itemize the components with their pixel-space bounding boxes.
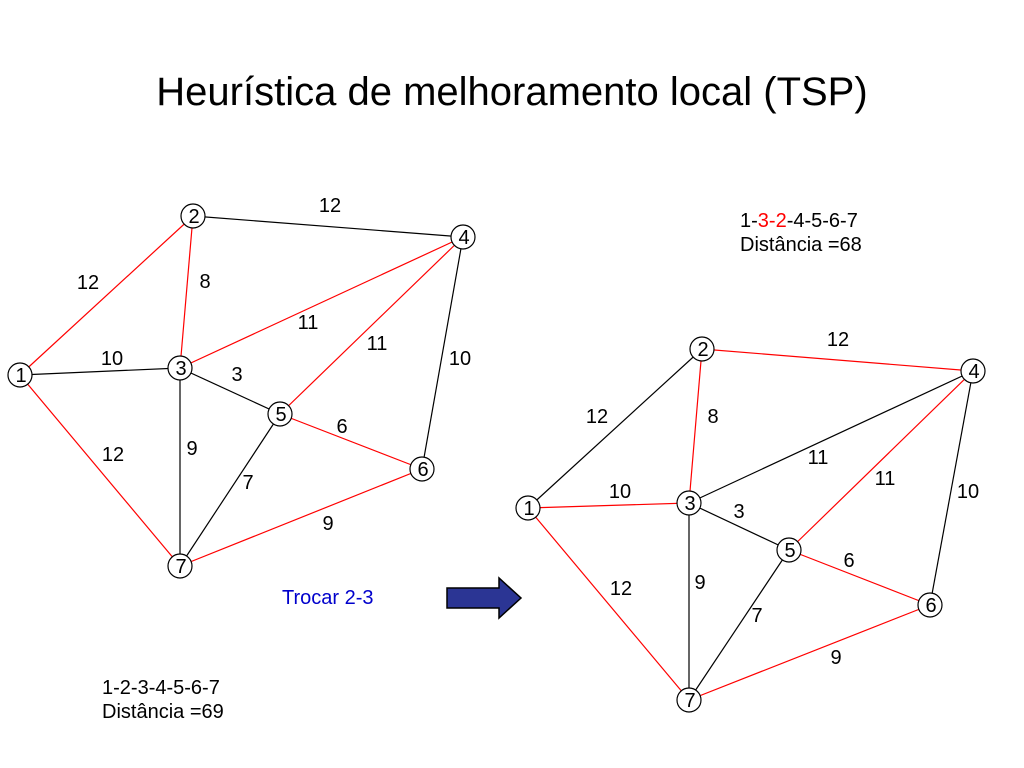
edge-weight-5-6: 6 bbox=[843, 550, 854, 572]
edge-weight-3-4: 11 bbox=[808, 447, 829, 469]
edge-4-5 bbox=[279, 236, 464, 415]
left-distance: Distância =69 bbox=[102, 701, 224, 723]
right-route: 1-3-2-4-5-6-7 bbox=[740, 209, 862, 233]
node-label-6: 6 bbox=[925, 595, 936, 617]
edge-weight-5-7: 7 bbox=[242, 472, 253, 494]
node-4 bbox=[960, 358, 986, 384]
node-7 bbox=[167, 553, 193, 579]
edge-2-3 bbox=[179, 215, 194, 369]
left-route-info: 1-2-3-4-5-6-7 Distância =69 bbox=[102, 676, 224, 724]
edge-2-4 bbox=[192, 215, 464, 238]
swap-action-label: Trocar 2-3 bbox=[282, 587, 374, 609]
node-2 bbox=[689, 336, 715, 362]
node-label-7: 7 bbox=[175, 556, 186, 578]
node-label-5: 5 bbox=[275, 404, 286, 426]
node-label-3: 3 bbox=[175, 358, 186, 380]
edge-weight-4-6: 10 bbox=[957, 481, 979, 503]
node-label-2: 2 bbox=[697, 339, 708, 361]
edge-1-3 bbox=[19, 367, 181, 376]
right-arrow-icon bbox=[446, 576, 523, 620]
node-7 bbox=[676, 687, 702, 713]
edge-2-3 bbox=[688, 348, 703, 504]
edge-weight-3-7: 9 bbox=[186, 438, 197, 460]
node-label-7: 7 bbox=[684, 690, 695, 712]
edge-1-2 bbox=[19, 215, 194, 376]
right-route-info: 1-3-2-4-5-6-7 Distância =68 bbox=[740, 209, 862, 257]
page-title: Heurística de melhoramento local (TSP) bbox=[156, 70, 868, 114]
edge-weight-1-2: 12 bbox=[77, 272, 99, 294]
node-3 bbox=[676, 490, 702, 516]
edge-3-4 bbox=[179, 236, 464, 369]
route-prefix: 1- bbox=[740, 210, 758, 232]
node-3 bbox=[167, 355, 193, 381]
edge-weight-5-7: 7 bbox=[751, 605, 762, 627]
edge-5-6 bbox=[788, 549, 931, 606]
node-4 bbox=[450, 224, 476, 250]
edge-weight-6-7: 9 bbox=[322, 513, 333, 535]
edge-weight-2-3: 8 bbox=[199, 271, 210, 293]
node-1 bbox=[7, 362, 33, 388]
edge-weight-2-3: 8 bbox=[707, 406, 718, 428]
node-5 bbox=[776, 537, 802, 563]
edge-weight-3-7: 9 bbox=[694, 572, 705, 594]
node-label-6: 6 bbox=[417, 459, 428, 481]
edge-6-7 bbox=[179, 468, 423, 567]
node-2 bbox=[180, 203, 206, 229]
route-swapped-segment: 3-2 bbox=[757, 210, 787, 232]
edge-weight-1-7: 12 bbox=[102, 444, 124, 466]
right-distance: Distância =68 bbox=[740, 234, 862, 256]
edge-weight-2-4: 12 bbox=[827, 329, 849, 351]
edge-5-7 bbox=[688, 549, 790, 701]
edge-weight-3-5: 3 bbox=[231, 364, 242, 386]
edge-4-6 bbox=[421, 236, 464, 470]
edge-4-5 bbox=[788, 370, 974, 551]
edge-weight-1-7: 12 bbox=[610, 578, 632, 600]
edge-5-7 bbox=[179, 413, 281, 567]
edge-5-6 bbox=[279, 413, 423, 470]
edge-6-7 bbox=[688, 604, 931, 701]
node-label-1: 1 bbox=[15, 365, 26, 387]
node-label-3: 3 bbox=[684, 493, 695, 515]
node-6 bbox=[409, 456, 435, 482]
edge-weight-1-3: 10 bbox=[609, 481, 631, 503]
node-label-5: 5 bbox=[784, 540, 795, 562]
edge-weight-5-6: 6 bbox=[336, 416, 347, 438]
edge-4-6 bbox=[929, 370, 974, 606]
route-suffix: -4-5-6-7 bbox=[786, 210, 858, 232]
node-1 bbox=[515, 495, 541, 521]
edge-3-4 bbox=[688, 370, 974, 504]
node-5 bbox=[267, 401, 293, 427]
edge-3-5 bbox=[688, 502, 790, 551]
edge-1-2 bbox=[527, 348, 703, 509]
edge-1-7 bbox=[19, 374, 181, 567]
edge-weight-1-2: 12 bbox=[586, 406, 608, 428]
edge-weight-3-5: 3 bbox=[733, 501, 744, 523]
edge-3-5 bbox=[179, 367, 281, 415]
left-route: 1-2-3-4-5-6-7 bbox=[102, 677, 220, 699]
edge-weight-2-4: 12 bbox=[319, 195, 341, 217]
edge-1-3 bbox=[527, 502, 690, 509]
node-label-4: 4 bbox=[968, 361, 979, 383]
edge-weight-4-5: 11 bbox=[875, 468, 896, 490]
edge-weight-4-6: 10 bbox=[449, 348, 471, 370]
node-label-2: 2 bbox=[188, 206, 199, 228]
edge-2-4 bbox=[701, 348, 974, 372]
edge-weight-4-5: 11 bbox=[367, 333, 388, 355]
edge-weight-6-7: 9 bbox=[830, 647, 841, 669]
edge-weight-1-3: 10 bbox=[101, 348, 123, 370]
node-label-1: 1 bbox=[523, 498, 534, 520]
node-label-4: 4 bbox=[458, 227, 469, 249]
edge-weight-3-4: 11 bbox=[298, 312, 319, 334]
node-6 bbox=[917, 592, 943, 618]
edge-1-7 bbox=[527, 507, 690, 701]
